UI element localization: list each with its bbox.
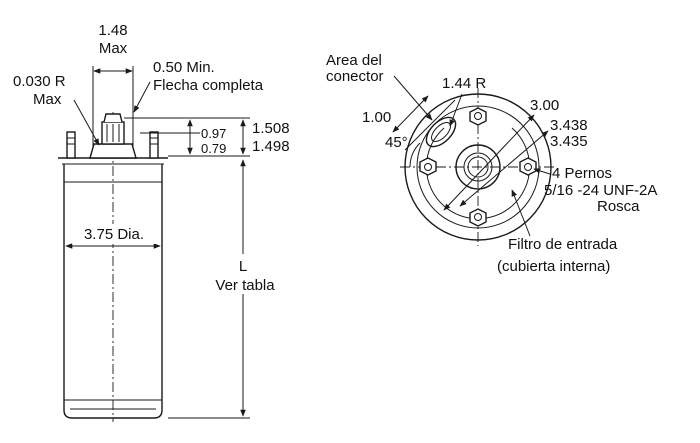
- radius-label: 1.44 R: [442, 75, 486, 92]
- shaft-boss: [89, 143, 137, 159]
- shaft-width-value: 1.48: [98, 22, 127, 39]
- bolt-right: [519, 157, 537, 176]
- diameter-label-bg: [72, 224, 156, 244]
- filter-label-2: (cubierta interna): [497, 258, 610, 275]
- bolt-left: [419, 157, 437, 176]
- bolts-label-1: 4 Pernos: [552, 165, 612, 182]
- fillet-radius-unit: Max: [33, 91, 62, 108]
- angle-label: 45°: [385, 134, 408, 151]
- bolts-leader: [533, 168, 551, 175]
- spline-min-value: 0.50 Min.: [153, 59, 215, 76]
- dim-300-label: 3.00: [530, 97, 559, 114]
- stud-left: [66, 131, 76, 159]
- end-view: Area del conector 1.44 R 1.00 45° 3.00 3…: [326, 52, 657, 275]
- side-view: 1.48 Max 0.030 R Max 0.50 Min. Flecha co…: [13, 22, 290, 422]
- dim-079-label: 0.79: [201, 141, 226, 156]
- dim-097-label: 0.97: [201, 126, 226, 141]
- bolts-label-3: Rosca: [597, 198, 640, 215]
- shaft-width-unit: Max: [99, 40, 128, 57]
- fillet-leader: [73, 99, 100, 146]
- fillet-radius-value: 0.030 R: [13, 73, 66, 90]
- connector-area-label-1: Area del: [326, 52, 382, 69]
- bolt-bottom: [469, 208, 487, 227]
- length-label-bg: [236, 254, 252, 276]
- dim-3435-label: 3.435: [550, 133, 588, 150]
- angle-ray: [404, 99, 456, 151]
- connector-area-label-2: conector: [326, 68, 384, 85]
- length-symbol: L: [239, 258, 247, 275]
- dim-3438-line: [459, 130, 549, 207]
- dim-1508-label: 1.508: [252, 120, 290, 137]
- dim-1498-label: 1.498: [252, 138, 290, 155]
- diameter-label: 3.75 Dia.: [84, 226, 144, 243]
- shaft-tip: [103, 113, 123, 123]
- dim-3438-label: 3.438: [550, 117, 588, 134]
- angle-arc: [409, 142, 421, 168]
- filter-leader: [511, 189, 531, 237]
- dim-100-line: [392, 95, 429, 133]
- spline-leader: [133, 81, 151, 113]
- dim-100-label: 1.00: [362, 109, 391, 126]
- stud-right: [149, 131, 159, 159]
- bolt-top: [469, 107, 487, 126]
- length-note-bg: [210, 276, 280, 294]
- length-note: Ver tabla: [215, 277, 275, 294]
- filter-label-1: Filtro de entrada: [508, 236, 618, 253]
- spline-min-note: Flecha completa: [153, 77, 264, 94]
- bolts-label-2: 5/16 -24 UNF-2A: [544, 182, 657, 199]
